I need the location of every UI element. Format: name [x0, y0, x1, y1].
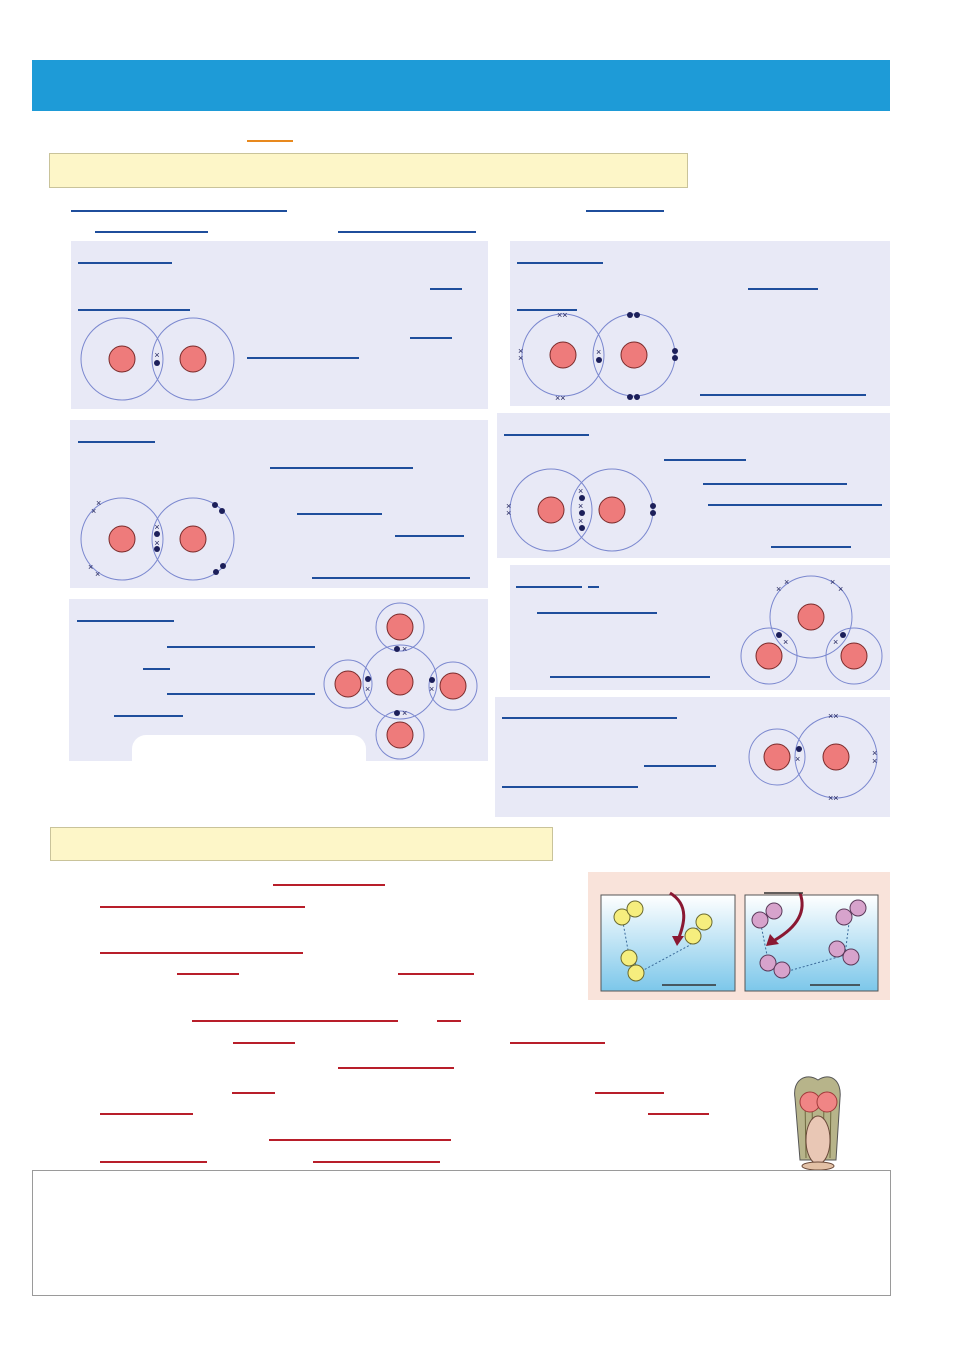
- svg-text:×: ×: [578, 501, 583, 511]
- svg-text:×: ×: [506, 501, 511, 511]
- svg-text:×: ×: [838, 584, 843, 594]
- svg-text:×: ×: [154, 522, 159, 532]
- svg-text:×: ×: [518, 353, 523, 363]
- svg-text:××: ××: [557, 310, 568, 320]
- svg-text:×: ×: [429, 684, 434, 694]
- svg-text:×: ×: [872, 748, 877, 758]
- intro-line: [586, 210, 664, 212]
- intro-line: [71, 210, 287, 212]
- header-bar: [32, 60, 890, 111]
- svg-text:××: ××: [828, 711, 839, 721]
- svg-text:×: ×: [872, 756, 877, 766]
- svg-text:×: ×: [365, 684, 370, 694]
- svg-text:×: ×: [402, 708, 407, 718]
- section-heading-box-1: [49, 153, 688, 188]
- svg-text:×: ×: [506, 508, 511, 518]
- molecule-panel-2: [70, 420, 488, 588]
- accent-underline: [247, 140, 293, 142]
- section-heading-box-2: [50, 827, 553, 861]
- svg-text:×: ×: [578, 486, 583, 496]
- molecule-panel-1: [71, 241, 488, 409]
- panel-tab-cutout: [132, 735, 366, 765]
- svg-text:×: ×: [784, 577, 789, 587]
- svg-text:×: ×: [88, 562, 93, 572]
- svg-text:×: ×: [795, 754, 800, 764]
- svg-text:×: ×: [91, 506, 96, 516]
- molecule-panel-6: [510, 565, 890, 690]
- svg-text:××: ××: [828, 793, 839, 803]
- svg-text:×: ×: [96, 498, 101, 508]
- svg-text:×: ×: [830, 577, 835, 587]
- svg-text:×: ×: [154, 538, 159, 548]
- molecule-panel-3: [69, 599, 488, 761]
- intro-line: [95, 231, 208, 233]
- svg-text:×: ×: [776, 584, 781, 594]
- svg-text:×: ×: [402, 644, 407, 654]
- svg-text:×: ×: [833, 637, 838, 647]
- svg-text:×: ×: [95, 569, 100, 579]
- svg-text:×: ×: [154, 350, 159, 360]
- svg-text:×: ×: [518, 346, 523, 356]
- intro-line: [338, 231, 476, 233]
- svg-text:××: ××: [555, 393, 566, 403]
- molecule-panel-5: [497, 413, 890, 558]
- molecule-panel-4: [510, 241, 890, 406]
- svg-text:×: ×: [578, 516, 583, 526]
- svg-text:×: ×: [596, 347, 601, 357]
- notes-box: [32, 1170, 891, 1296]
- svg-text:×: ×: [783, 637, 788, 647]
